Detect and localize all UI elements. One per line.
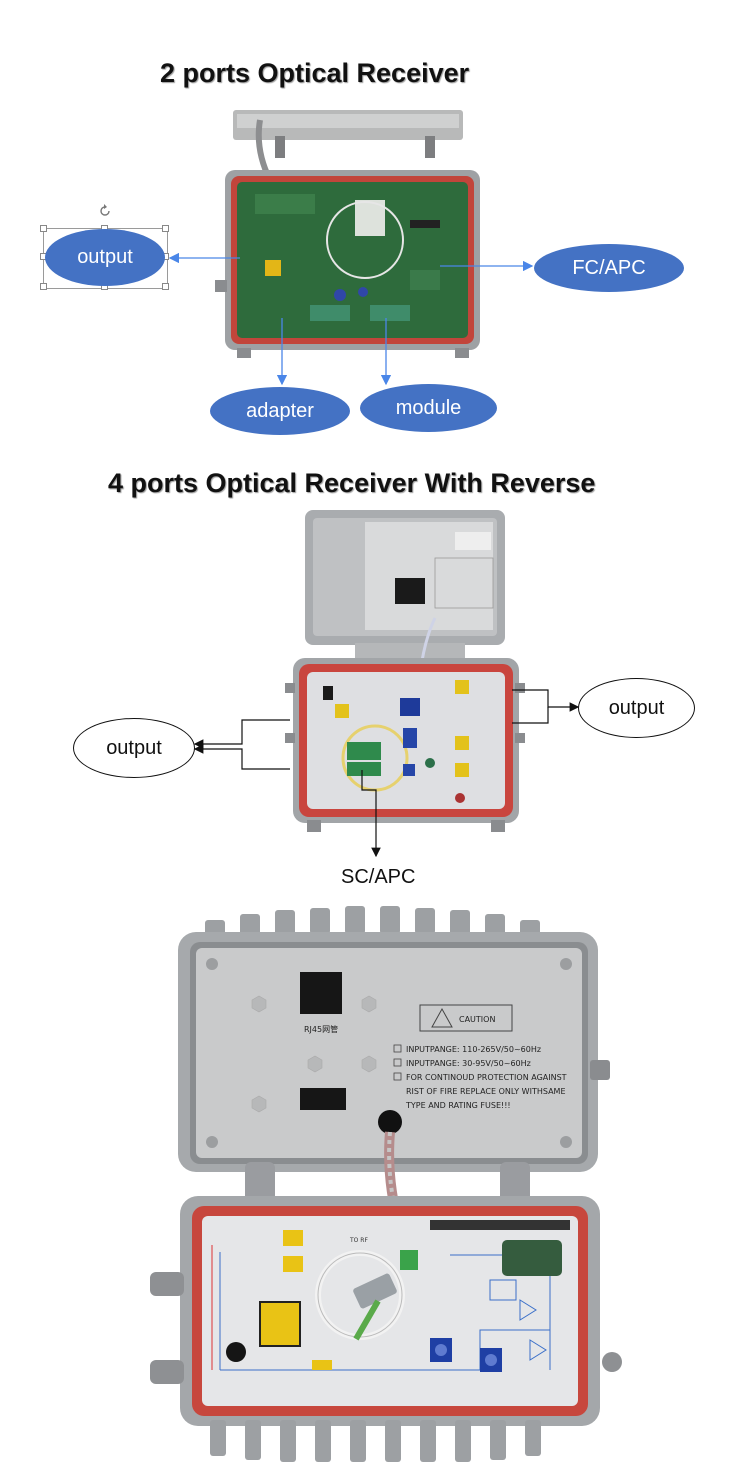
device-photo-2port bbox=[215, 110, 480, 358]
output-oval: output bbox=[45, 229, 165, 286]
fc-apc-oval: FC/APC bbox=[534, 244, 684, 292]
rj45-label: RJ45网管 bbox=[304, 1024, 338, 1034]
section1-title: 2 ports Optical Receiver bbox=[160, 58, 470, 88]
section2-title: 4 ports Optical Receiver With Reverse bbox=[108, 468, 596, 498]
adapter-oval: adapter bbox=[210, 387, 350, 435]
output-left-oval: output bbox=[73, 718, 195, 778]
svg-text:TO RF: TO RF bbox=[349, 1237, 368, 1244]
rotate-handle-icon[interactable] bbox=[97, 203, 113, 219]
caution-lightning-icon bbox=[431, 1007, 453, 1028]
selection-handle[interactable] bbox=[162, 283, 169, 290]
section1-arrows bbox=[168, 252, 534, 386]
lid-note-2: INPUTPANGE: 30-95V/50~60Hz bbox=[406, 1059, 531, 1068]
selection-handle[interactable] bbox=[162, 225, 169, 232]
module-oval: module bbox=[360, 384, 497, 432]
lid-note-1: INPUTPANGE: 110-265V/50~60Hz bbox=[406, 1045, 541, 1054]
sc-apc-label: SC/APC bbox=[341, 866, 416, 888]
device-photo-large: RJ45网管 CAUTION INPUTPANGE: 110-265V/50~6… bbox=[150, 906, 622, 1462]
device-photo-4port bbox=[285, 510, 525, 832]
section2-arrows bbox=[193, 689, 580, 858]
output-right-oval: output bbox=[578, 678, 695, 738]
caution-label: CAUTION bbox=[459, 1015, 495, 1024]
selection-handle[interactable] bbox=[40, 283, 47, 290]
lid-note-4: RIST OF FIRE REPLACE ONLY WITHSAME bbox=[406, 1087, 566, 1096]
lid-note-5: TYPE AND RATING FUSE!!! bbox=[405, 1101, 511, 1110]
lid-note-3: FOR CONTINOUD PROTECTION AGAINST bbox=[406, 1073, 567, 1082]
selection-handle[interactable] bbox=[40, 225, 47, 232]
